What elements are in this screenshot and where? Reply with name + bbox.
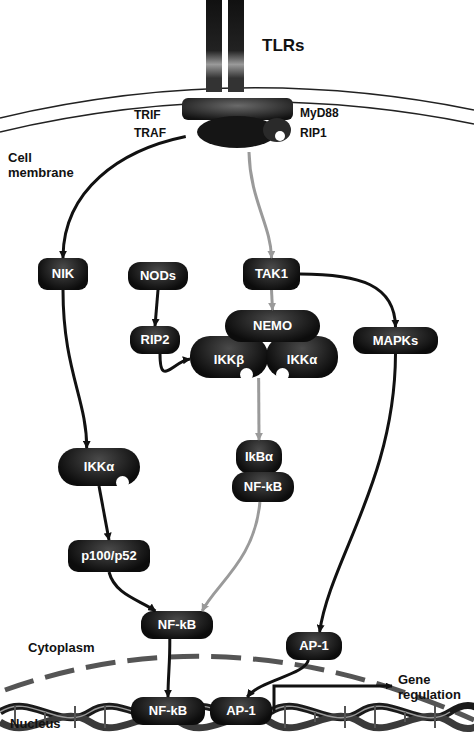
region-label: Cell membrane (8, 150, 80, 180)
node-label: TAK1 (255, 267, 288, 281)
signal-arrow (249, 152, 272, 258)
signal-arrow (320, 354, 396, 632)
protein-box: AP-1 (286, 632, 342, 660)
node-label: TLRs (262, 36, 305, 56)
adaptor-complex: TRIFMyD88TRAFRIP1 (180, 90, 295, 152)
node-label: NODs (140, 269, 176, 283)
node-label: AP-1 (226, 704, 256, 718)
adaptor-blob (263, 118, 291, 142)
signal-arrow (272, 290, 273, 310)
node-label: NF-kB (244, 480, 282, 494)
protein-box: IKKα (266, 336, 338, 378)
region-label: Gene regulation (398, 672, 464, 702)
protein-box: IKKβ (190, 336, 268, 378)
protein-box: TAK1 (243, 258, 300, 290)
protein-box: AP-1 (210, 697, 272, 725)
protein-box: p100/p52 (68, 540, 150, 572)
node-label: TRAF (134, 126, 166, 140)
node-label: AP-1 (299, 639, 329, 653)
notch (116, 476, 129, 489)
signal-arrow (109, 572, 155, 611)
signal-arrow (202, 502, 260, 611)
signal-arrow (155, 290, 158, 326)
adaptor-complex (180, 90, 295, 152)
node-label: NIK (52, 267, 74, 281)
protein-box: RIP2 (130, 326, 180, 354)
signal-arrow (257, 378, 260, 440)
protein-box: NIK (38, 258, 88, 290)
protein-box: IkBα (236, 440, 282, 474)
signal-arrow (63, 290, 87, 448)
node-label: NF-kB (149, 704, 187, 718)
signal-arrow (160, 354, 190, 371)
protein-box: NF-kB (232, 472, 294, 502)
protein-box: NF-kB (131, 697, 205, 725)
protein-box: NEMO (225, 310, 320, 342)
signal-arrow (300, 274, 396, 327)
node-label: MAPKs (373, 334, 419, 348)
signal-arrow (247, 660, 308, 697)
notch (276, 368, 289, 381)
node-label: RIP1 (300, 126, 327, 140)
receptor: TLRs (200, 0, 250, 92)
receptor-chain (206, 0, 222, 92)
node-label: IKKα (287, 353, 317, 367)
node-label: IkBα (245, 450, 273, 464)
signal-arrow (63, 137, 186, 259)
region-label: Cytoplasm (28, 640, 118, 655)
node-label: TRIF (134, 108, 161, 122)
node-label: NF-kB (158, 618, 196, 632)
node-label: p100/p52 (81, 549, 137, 563)
notch (240, 368, 253, 381)
node-label: RIP2 (141, 333, 170, 347)
notch (275, 131, 285, 141)
signal-arrow (168, 639, 170, 697)
protein-box: MAPKs (353, 327, 438, 354)
node-label: NEMO (253, 319, 292, 333)
signal-arrow (99, 486, 109, 540)
protein-box: NF-kB (141, 611, 213, 639)
receptor-symbol (200, 0, 250, 92)
gene-arrow (274, 686, 392, 711)
receptor-chain (228, 0, 244, 92)
protein-box: IKKα (58, 448, 140, 486)
node-label: MyD88 (300, 106, 339, 120)
node-label: IKKβ (214, 353, 244, 367)
region-label: Nucleus (10, 716, 90, 731)
protein-box: NODs (128, 262, 188, 290)
node-label: IKKα (84, 460, 114, 474)
